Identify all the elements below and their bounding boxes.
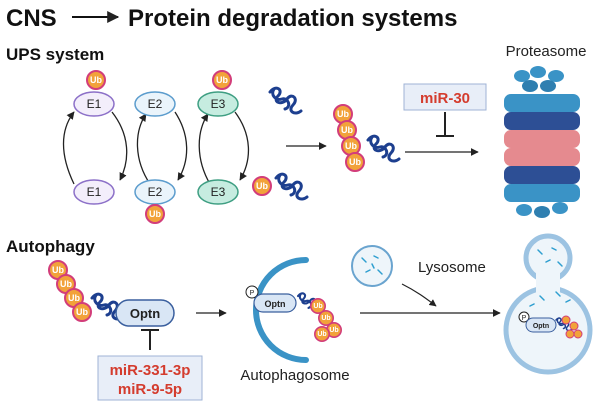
e3-label-bottom: E3 xyxy=(211,185,226,199)
e1-node-bottom xyxy=(73,179,115,205)
e2-label-top: E2 xyxy=(148,97,163,111)
proteasome xyxy=(504,66,580,218)
e2-label-bottom: E2 xyxy=(148,185,163,199)
ub-label: Ub xyxy=(337,109,349,119)
lysosome-arrow xyxy=(401,283,437,307)
autolysosome xyxy=(503,233,593,375)
mir30-label: miR-30 xyxy=(420,90,470,107)
p-label-1: P xyxy=(250,290,255,297)
ub-label: Ub xyxy=(313,303,322,310)
autolysosome-ub-fragments xyxy=(561,315,583,339)
ub-label: Ub xyxy=(341,125,353,135)
e3-node-bottom xyxy=(197,179,239,205)
optn-label-xs: Optn xyxy=(533,323,549,330)
ub-label: Ub xyxy=(216,75,228,85)
e3-label-top: E3 xyxy=(211,97,226,111)
ub-label: Ub xyxy=(60,279,72,289)
lysosome xyxy=(351,245,393,287)
p-marker-1 xyxy=(245,285,259,299)
e1-node-top xyxy=(73,91,115,117)
ub-label: Ub xyxy=(76,307,88,317)
p-marker-2 xyxy=(518,311,530,323)
substrate-protein-bottom xyxy=(274,172,309,201)
ub-label: Ub xyxy=(90,75,102,85)
optn-node-small xyxy=(253,293,297,313)
optn-node-xs xyxy=(525,317,557,333)
proteasome-label: Proteasome xyxy=(506,43,587,60)
substrate-protein-top xyxy=(268,86,303,115)
e2-node-top xyxy=(134,91,176,117)
title-text: Protein degradation systems xyxy=(128,5,457,32)
p-label-2: P xyxy=(522,315,527,322)
mir30-box xyxy=(403,83,487,111)
e1-label-top: E1 xyxy=(87,97,102,111)
autolysosome-enzymes xyxy=(529,247,571,307)
title-cns: CNS xyxy=(6,5,57,32)
autophagosome-label: Autophagosome xyxy=(240,367,349,384)
mir-autophagy-box xyxy=(97,355,203,401)
lysosome-label: Lysosome xyxy=(418,259,486,276)
e3-node-top xyxy=(197,91,239,117)
ub-label: Ub xyxy=(52,265,64,275)
optn-label: Optn xyxy=(130,306,160,321)
ups-cycle-arrows xyxy=(62,111,250,185)
lysosome-enzymes xyxy=(361,255,383,275)
autophagosome-membrane xyxy=(253,257,309,363)
ub-label: Ub xyxy=(68,293,80,303)
optn-node xyxy=(115,299,175,327)
ub-label: Ub xyxy=(317,331,326,338)
mir331-label: miR-331-3p xyxy=(110,362,191,379)
autophagy-heading: Autophagy xyxy=(6,237,95,256)
ub-label: Ub xyxy=(349,157,361,167)
optn-label-small: Optn xyxy=(265,299,286,309)
ub-label: Ub xyxy=(256,181,268,191)
ub-label: Ub xyxy=(321,315,330,322)
ub-label: Ub xyxy=(329,327,338,334)
e1-label-bottom: E1 xyxy=(87,185,102,199)
ub-label: Ub xyxy=(149,209,161,219)
ub-label: Ub xyxy=(345,141,357,151)
ups-heading: UPS system xyxy=(6,45,104,64)
mir9-label: miR-9-5p xyxy=(118,381,182,398)
